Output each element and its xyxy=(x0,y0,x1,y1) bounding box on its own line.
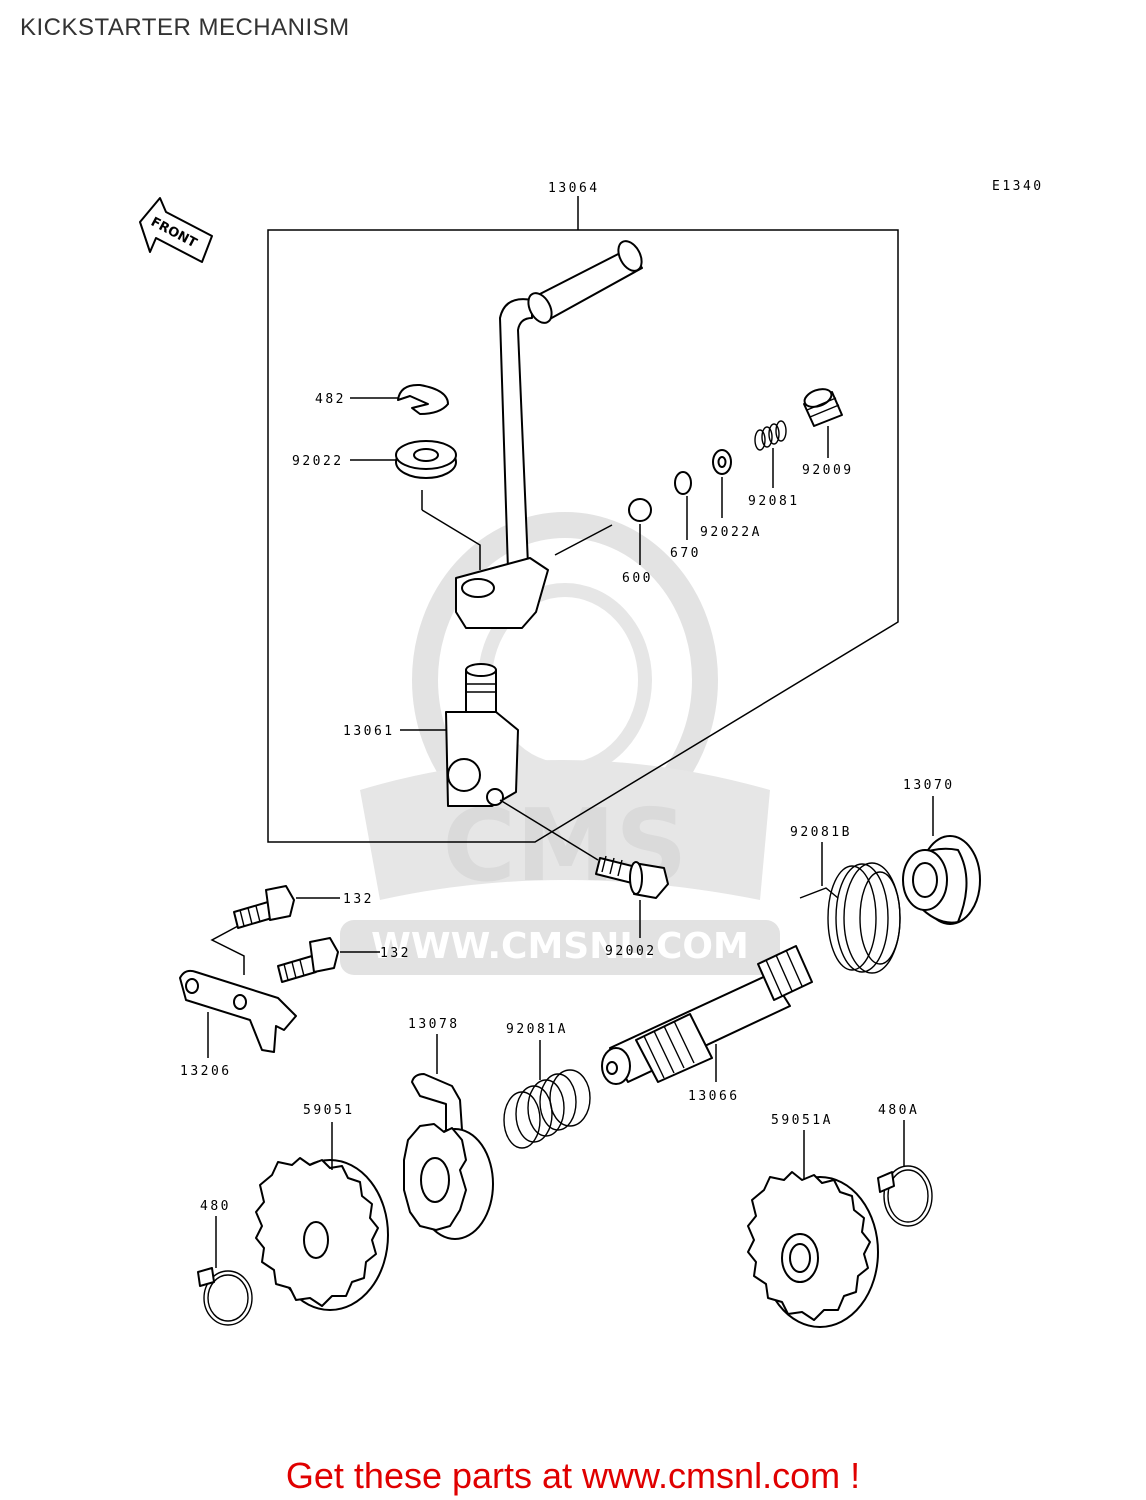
label-92081A: 92081A xyxy=(506,1022,568,1037)
ratchet-gear-13078 xyxy=(403,1073,494,1240)
page-title: KICKSTARTER MECHANISM xyxy=(20,14,350,41)
label-132-lower: 132 xyxy=(380,946,411,961)
circlip-480A xyxy=(877,1165,933,1227)
assembly-frame xyxy=(267,229,899,843)
o-ring-670 xyxy=(674,471,692,495)
circlip-480 xyxy=(197,1267,253,1326)
bolt-92002 xyxy=(595,855,669,899)
label-13078: 13078 xyxy=(408,1017,460,1032)
label-482: 482 xyxy=(315,392,346,407)
label-92009: 92009 xyxy=(802,463,854,478)
label-13070: 13070 xyxy=(903,778,955,793)
spring-92081 xyxy=(754,420,787,451)
cap-92009 xyxy=(803,388,843,427)
label-59051: 59051 xyxy=(303,1103,355,1118)
kick-pedal-arm xyxy=(455,240,643,629)
label-92002: 92002 xyxy=(605,944,657,959)
label-59051A: 59051A xyxy=(771,1113,833,1128)
label-132-upper: 132 xyxy=(343,892,374,907)
label-13064: 13064 xyxy=(548,181,600,196)
stopper-plate-13206 xyxy=(179,969,297,1053)
ratchet-13070 xyxy=(902,835,981,925)
washer-92022A xyxy=(712,449,732,475)
gear-59051A xyxy=(747,1171,879,1328)
label-92022: 92022 xyxy=(292,454,344,469)
label-670: 670 xyxy=(670,546,701,561)
front-arrow-icon: FRONT xyxy=(139,197,213,263)
diagram-code: E1340 xyxy=(992,179,1044,194)
kick-shaft-13066 xyxy=(601,945,813,1085)
label-600: 600 xyxy=(622,571,653,586)
label-92022A: 92022A xyxy=(700,525,762,540)
watermark-url: WWW.CMSNL.COM xyxy=(371,926,749,967)
gear-59051 xyxy=(255,1157,389,1311)
label-480: 480 xyxy=(200,1199,231,1214)
label-92081: 92081 xyxy=(748,494,800,509)
label-13061: 13061 xyxy=(343,724,395,739)
circlip-482 xyxy=(397,383,449,415)
kick-boss-13061 xyxy=(445,663,519,807)
bolt-132-upper xyxy=(233,885,295,929)
label-92081B: 92081B xyxy=(790,825,852,840)
spring-92081A xyxy=(503,1069,591,1149)
label-13066: 13066 xyxy=(688,1089,740,1104)
footer-cta-link[interactable]: Get these parts at www.cmsnl.com ! xyxy=(285,1455,861,1496)
label-13206: 13206 xyxy=(180,1064,232,1079)
spring-92081B xyxy=(799,862,901,974)
watermark: CMS WWW.CMSNL.COM xyxy=(340,512,780,975)
label-480A: 480A xyxy=(878,1103,919,1118)
washer-92022 xyxy=(395,440,457,479)
ball-600 xyxy=(628,498,652,522)
bolt-132-lower xyxy=(277,937,339,983)
